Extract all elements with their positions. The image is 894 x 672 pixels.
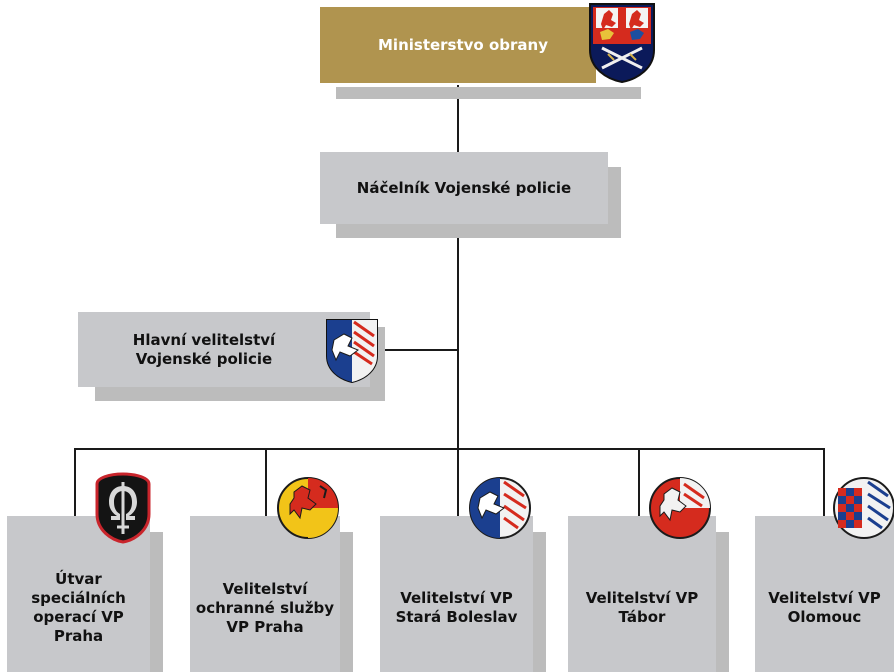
hq-shadow bbox=[95, 387, 385, 401]
connector-ministry-chief bbox=[457, 85, 459, 153]
chief-shadow bbox=[336, 224, 621, 238]
connector-unit-4 bbox=[638, 448, 640, 516]
connector-unit-2 bbox=[265, 448, 267, 516]
connector-bus bbox=[74, 448, 825, 450]
special-operations-omega-emblem bbox=[95, 472, 151, 544]
chief-shadow-side bbox=[608, 167, 621, 238]
unit-1-line2: speciálních bbox=[31, 589, 126, 607]
hq-label-line1: Hlavní velitelství bbox=[132, 330, 276, 349]
unit-1-line1: Útvar bbox=[55, 570, 102, 588]
unit-3-line1: Velitelství VP bbox=[400, 589, 513, 607]
unit-4-shadow bbox=[716, 532, 729, 672]
stara-boleslav-eagle-emblem bbox=[468, 474, 532, 542]
unit-box-2: Velitelství ochranné služby VP Praha bbox=[190, 516, 340, 672]
unit-box-4: Velitelství VP Tábor bbox=[568, 516, 716, 672]
unit-3-line2: Stará Boleslav bbox=[395, 608, 518, 626]
unit-2-line3: VP Praha bbox=[226, 617, 304, 636]
unit-4-line1: Velitelství VP bbox=[585, 589, 699, 607]
unit-2-shadow bbox=[340, 532, 353, 672]
unit-1-shadow bbox=[150, 532, 163, 672]
tabor-lion-emblem bbox=[648, 474, 712, 542]
connector-hq bbox=[375, 349, 459, 351]
unit-3-shadow bbox=[533, 532, 546, 672]
ministry-box: Ministerstvo obrany bbox=[320, 7, 596, 83]
unit-5-line2: Olomouc bbox=[787, 608, 862, 626]
unit-2-line1: Velitelství bbox=[222, 579, 308, 598]
protective-service-lion-emblem bbox=[276, 474, 340, 542]
hq-label-line2: Vojenské policie bbox=[135, 349, 273, 368]
hq-box: Hlavní velitelství Vojenské policie bbox=[78, 312, 370, 387]
connector-chief-bus bbox=[457, 224, 459, 450]
unit-4-line2: Tábor bbox=[618, 608, 666, 626]
unit-2-line2: ochranné služby bbox=[195, 598, 335, 617]
unit-box-3: Velitelství VP Stará Boleslav bbox=[380, 516, 533, 672]
connector-unit-3 bbox=[457, 448, 459, 516]
connector-unit-5 bbox=[823, 448, 825, 516]
unit-5-line1: Velitelství VP bbox=[768, 589, 881, 607]
ministry-of-defence-emblem bbox=[586, 2, 658, 84]
connector-unit-1 bbox=[74, 448, 76, 516]
ministry-shadow bbox=[336, 87, 641, 99]
ministry-label: Ministerstvo obrany bbox=[378, 35, 548, 54]
olomouc-eagle-emblem bbox=[832, 474, 894, 542]
unit-1-line4: Praha bbox=[53, 627, 104, 645]
chief-box: Náčelník Vojenské policie bbox=[320, 152, 608, 224]
chief-label: Náčelník Vojenské policie bbox=[356, 178, 572, 197]
unit-box-5: Velitelství VP Olomouc bbox=[755, 516, 894, 672]
military-police-shield-emblem bbox=[324, 318, 380, 384]
unit-1-line3: operací VP bbox=[33, 608, 124, 626]
